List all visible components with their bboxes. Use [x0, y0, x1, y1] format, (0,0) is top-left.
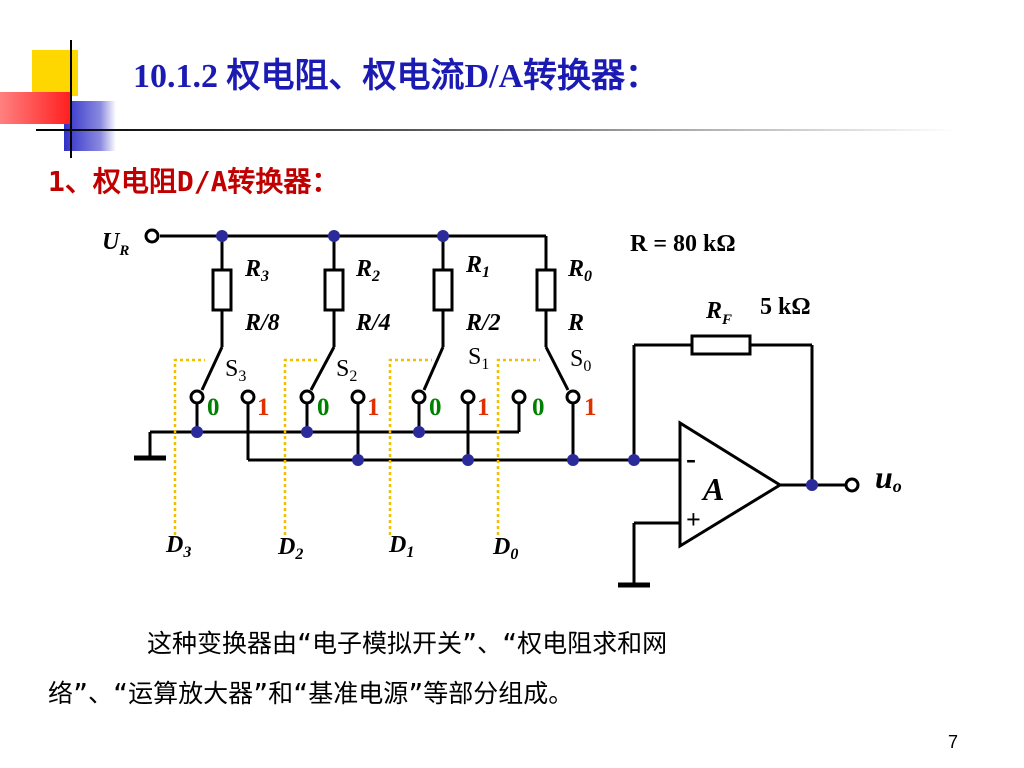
resistor-r0-label: R0 — [567, 256, 592, 285]
decor-red-bar — [0, 92, 70, 124]
input-d1-label: D1 — [388, 532, 414, 561]
description-line-1: 这种变换器由“电子模拟开关”、“权电阻求和网 — [147, 629, 668, 658]
input-d0-label: D0 — [492, 534, 518, 563]
opamp-minus-sign: - — [686, 442, 696, 475]
contact-zero-label: 0 — [317, 394, 330, 421]
switch-s0-label: S0 — [570, 346, 591, 375]
output-voltage-label: uo — [875, 459, 902, 496]
page-number: 7 — [948, 732, 959, 752]
contact-one-label: 1 — [584, 394, 597, 421]
switch-s2-label: S2 — [336, 356, 357, 385]
resistor-r3-label: R3 — [244, 256, 269, 285]
contact-one-label: 1 — [367, 394, 380, 421]
input-d2-label: D2 — [277, 534, 303, 563]
resistor-r2-label: R2 — [355, 256, 380, 285]
resistor-r0-value: R — [567, 310, 584, 336]
opamp-plus-sign: + — [686, 505, 701, 534]
resistor-r2-value: R/4 — [355, 310, 391, 336]
resistor-r1-value: R/2 — [465, 310, 501, 336]
feedback-resistor-value: 5 kΩ — [760, 294, 811, 320]
decor-blue-square — [64, 101, 116, 151]
slide-title: 10.1.2 权电阻、权电流D/A转换器： — [133, 58, 660, 95]
feedback-resistor-label: RF — [705, 298, 732, 328]
contact-one-label: 1 — [257, 394, 270, 421]
contact-zero-label: 0 — [207, 394, 220, 421]
title-underline — [36, 129, 956, 131]
resistance-value-label: R = 80 kΩ — [630, 231, 736, 257]
reference-voltage-label: UR — [102, 229, 129, 259]
contact-zero-label: 0 — [532, 394, 545, 421]
contact-one-label: 1 — [477, 394, 490, 421]
input-d3-label: D3 — [165, 532, 191, 561]
resistor-r3-value: R/8 — [244, 310, 280, 336]
description-line-2: 络”、“运算放大器”和“基准电源”等部分组成。 — [48, 679, 574, 708]
switch-s3-label: S3 — [225, 356, 246, 385]
resistor-r1-label: R1 — [465, 252, 490, 281]
decor-vertical-line — [70, 40, 72, 158]
contact-zero-label: 0 — [429, 394, 442, 421]
opamp-label: A — [701, 471, 724, 507]
section-heading: 1、权电阻D/A转换器： — [48, 165, 340, 198]
switch-s1-label: S1 — [468, 344, 489, 373]
